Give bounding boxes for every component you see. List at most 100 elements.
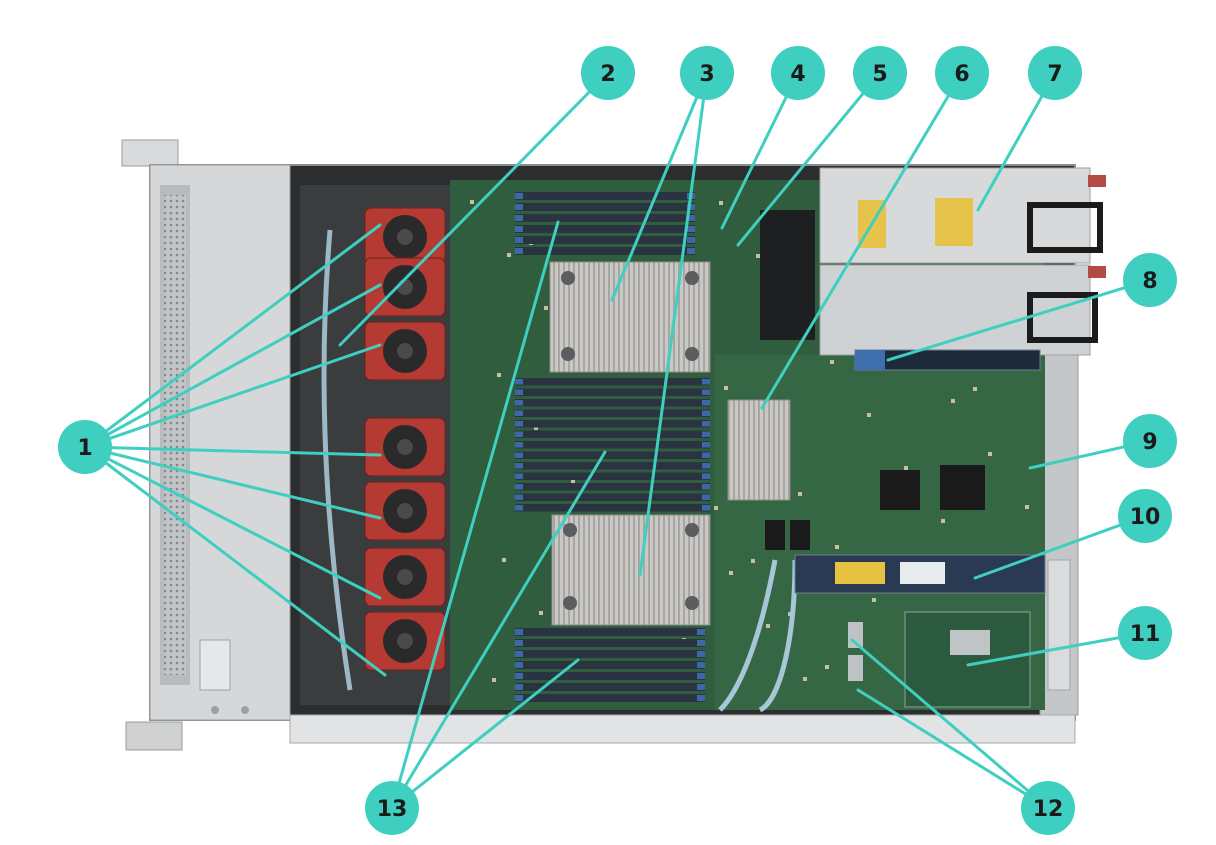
callout-label: 12 xyxy=(1033,797,1064,822)
dimm-module xyxy=(515,236,695,244)
fan-module xyxy=(364,611,446,671)
callout-label: 5 xyxy=(872,62,887,87)
leader-line-c13 xyxy=(390,450,607,810)
dimm-module xyxy=(515,639,705,647)
chassis-screw xyxy=(241,706,249,714)
leader-line-c1 xyxy=(83,445,387,677)
callout-label: 3 xyxy=(699,62,714,87)
dimm-module xyxy=(515,378,710,386)
fan-module xyxy=(364,481,446,541)
rack-ear-top xyxy=(121,139,179,167)
dimm-module xyxy=(515,683,705,691)
psu-latch xyxy=(1088,266,1106,278)
fan-bay xyxy=(300,185,450,705)
callout-13: 13 xyxy=(365,781,419,835)
dimm-module xyxy=(515,661,705,669)
callout-label: 7 xyxy=(1047,62,1062,87)
callout-5: 5 xyxy=(853,46,907,100)
dimm-slots xyxy=(515,192,710,702)
dimm-module xyxy=(515,225,695,233)
leader-line-c8 xyxy=(886,278,1152,362)
dimm-module xyxy=(515,420,710,428)
vent-holes xyxy=(164,195,186,675)
fan-module xyxy=(364,207,446,267)
flexiblom-controller xyxy=(904,611,1031,708)
dimm-module xyxy=(515,399,710,407)
leader-line-c13 xyxy=(390,220,560,810)
dimm-module xyxy=(515,430,710,438)
callout-label: 1 xyxy=(77,436,92,461)
leader-lines xyxy=(83,71,1152,810)
leader-line-c1 xyxy=(83,445,382,457)
callout-label: 13 xyxy=(377,797,408,822)
callout-11: 11 xyxy=(1118,606,1172,660)
leader-line-c5 xyxy=(736,71,882,247)
callout-1: 1 xyxy=(58,420,112,474)
leader-line-c12 xyxy=(850,638,1050,810)
chipset-heatsink xyxy=(727,399,791,501)
callout-label: 4 xyxy=(790,62,805,87)
fan-module xyxy=(364,417,446,477)
leader-line-c2 xyxy=(338,71,610,347)
leader-line-c1 xyxy=(83,343,382,449)
leader-line-c13 xyxy=(390,658,580,810)
leader-line-c1 xyxy=(83,283,382,449)
psu-duct xyxy=(760,210,815,340)
dimm-module xyxy=(515,462,710,470)
dimm-module xyxy=(515,483,710,491)
leader-line-c1 xyxy=(83,445,382,600)
dimm-module xyxy=(515,628,705,636)
leader-line-c10 xyxy=(973,514,1147,580)
leader-line-c1 xyxy=(83,445,382,520)
psu-latch xyxy=(1088,175,1106,187)
leader-line-c12 xyxy=(856,688,1050,810)
dimm-module xyxy=(515,192,695,200)
callout-8: 8 xyxy=(1123,253,1177,307)
drive-label xyxy=(199,639,231,691)
fan-module xyxy=(364,321,446,381)
chassis-screw xyxy=(211,706,219,714)
callout-label: 10 xyxy=(1130,505,1161,530)
leader-line-c3 xyxy=(638,71,709,577)
dimm-module xyxy=(515,451,710,459)
dimm-module xyxy=(515,504,710,512)
dimm-module xyxy=(515,203,695,211)
smart-array-battery-bracket xyxy=(794,554,1046,594)
dimm-module xyxy=(515,472,710,480)
callout-7: 7 xyxy=(1028,46,1082,100)
leader-line-c6 xyxy=(760,71,964,410)
leader-line-c4 xyxy=(720,71,800,230)
processor-heatsink-2 xyxy=(551,514,711,626)
callout-9: 9 xyxy=(1123,414,1177,468)
leader-line-c11 xyxy=(966,631,1147,667)
callout-12: 12 xyxy=(1021,781,1075,835)
dimm-module xyxy=(515,441,710,449)
flexible-smart-array-cable xyxy=(718,559,798,713)
processor-heatsink-1 xyxy=(549,261,711,373)
dimm-module xyxy=(515,650,705,658)
leader-line-c1 xyxy=(83,223,382,449)
callout-label: 8 xyxy=(1142,269,1157,294)
pcie-riser xyxy=(854,349,1041,371)
callout-label: 6 xyxy=(954,62,969,87)
callout-label: 2 xyxy=(600,62,615,87)
rear-panel-slot xyxy=(1047,559,1071,691)
dimm-module xyxy=(515,388,710,396)
callout-4: 4 xyxy=(771,46,825,100)
dimm-module xyxy=(515,694,705,702)
psu-label xyxy=(935,198,973,246)
dimm-module xyxy=(515,493,710,501)
callout-6: 6 xyxy=(935,46,989,100)
rack-ear-bottom xyxy=(125,721,183,751)
callout-10: 10 xyxy=(1118,489,1172,543)
callout-2: 2 xyxy=(581,46,635,100)
callout-3: 3 xyxy=(680,46,734,100)
callout-label: 9 xyxy=(1142,430,1157,455)
dimm-module xyxy=(515,672,705,680)
fan-module xyxy=(364,257,446,317)
dimm-module xyxy=(515,214,695,222)
dimm-module xyxy=(515,247,695,255)
leader-line-c3 xyxy=(610,71,709,302)
callout-label: 11 xyxy=(1130,622,1161,647)
